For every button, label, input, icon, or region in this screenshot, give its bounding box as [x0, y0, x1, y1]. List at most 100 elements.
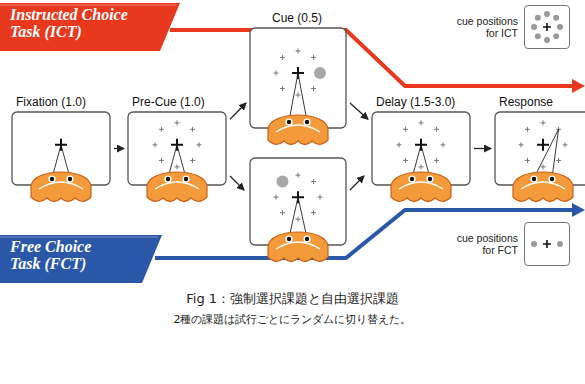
epoch-label: Response	[499, 95, 553, 109]
cue-dot	[553, 33, 559, 39]
inset-label: cue positions for FCT	[446, 232, 518, 256]
target-mark	[519, 142, 524, 147]
eye-white	[548, 175, 555, 182]
monkey-head	[391, 172, 451, 202]
target-mark	[525, 158, 530, 163]
target-mark	[434, 127, 439, 132]
monkey-head	[268, 232, 328, 262]
fixation-cross	[537, 139, 549, 151]
cue-position-inset: cue positions for ICT	[446, 5, 570, 49]
target-mark	[541, 120, 546, 125]
head-detail	[399, 182, 443, 189]
target-mark	[563, 142, 568, 147]
target-mark	[541, 164, 546, 169]
target-mark	[556, 158, 561, 163]
screen-box: Delay (1.5-3.0)	[372, 112, 470, 185]
head-detail	[39, 182, 83, 189]
caption-block: Fig 1 : 強制選択課題と自由選択課題 2種の課題は試行ごとにランダムに切り替…	[0, 290, 585, 327]
fixation-cross	[543, 240, 551, 248]
inset-label: cue positions for ICT	[446, 15, 518, 39]
monkey-head	[513, 172, 573, 202]
target-mark	[296, 49, 301, 54]
target-mark	[318, 195, 323, 200]
monkey-head	[268, 115, 328, 145]
head-detail	[155, 182, 199, 189]
cue-dot	[544, 11, 550, 17]
eye-white	[66, 175, 73, 182]
target-mark	[190, 127, 195, 132]
target-mark	[311, 55, 316, 60]
cue-dot	[531, 24, 537, 30]
eye-white	[285, 118, 292, 125]
target-mark	[274, 71, 279, 76]
target-mark	[434, 158, 439, 163]
target-mark	[153, 142, 158, 147]
task-title: Free Choice Task (FCT)	[10, 239, 110, 273]
monkey-head	[31, 172, 91, 202]
target-mark	[397, 142, 402, 147]
target-mark	[419, 164, 424, 169]
eye-pupil	[287, 237, 291, 241]
cue-dot	[276, 176, 288, 188]
banner-highlight	[0, 5, 176, 6]
screen-box: Fixation (1.0)	[12, 112, 110, 185]
target-mark	[280, 210, 285, 215]
eye-pupil	[532, 177, 536, 181]
head-detail	[276, 242, 320, 249]
target-mark	[525, 127, 530, 132]
screen-box: Cue (0.5)	[250, 28, 346, 128]
target-mark	[311, 179, 316, 184]
eye-pupil	[428, 177, 432, 181]
cue-dot	[557, 24, 563, 30]
target-mark	[175, 120, 180, 125]
flow-arrow	[350, 103, 368, 119]
eye-pupil	[305, 120, 309, 124]
fct-band-arrowhead	[572, 203, 585, 217]
target-mark	[280, 55, 285, 60]
eye-white	[303, 235, 310, 242]
target-mark	[197, 142, 202, 147]
gaze-line	[534, 129, 559, 178]
eye-white	[48, 175, 55, 182]
eye-white	[408, 175, 415, 182]
inset-frame	[524, 5, 570, 49]
banner-fill	[0, 235, 162, 283]
target-mark	[403, 158, 408, 163]
cue-dot	[553, 15, 559, 21]
screen-box: Response	[495, 112, 585, 185]
flow-arrow	[474, 148, 491, 149]
banner-fill	[0, 3, 180, 51]
target-mark	[159, 158, 164, 163]
task-banner: Instructed Choice Task (ICT)	[0, 3, 180, 51]
figure-caption: Fig 1 : 強制選択課題と自由選択課題	[0, 290, 585, 308]
target-mark	[296, 217, 301, 222]
epoch-label: Delay (1.5-3.0)	[376, 95, 455, 109]
eye-white	[426, 175, 433, 182]
eye-white	[164, 175, 171, 182]
caption-note: 2種の課題は試行ごとにランダムに切り替えた。	[0, 312, 585, 327]
ict-band-arrowhead	[572, 79, 585, 93]
epoch-label: Pre-Cue (1.0)	[132, 95, 205, 109]
fct-band-line	[155, 210, 574, 258]
task-title: Instructed Choice Task (ICT)	[10, 7, 150, 41]
cue-dot	[557, 241, 563, 247]
cue-position-inset: cue positions for FCT	[446, 222, 570, 266]
target-mark	[280, 86, 285, 91]
epoch-label: Cue (0.5)	[272, 11, 322, 25]
flow-arrow	[114, 148, 124, 149]
task-banner: Free Choice Task (FCT)	[0, 235, 162, 283]
target-mark	[403, 127, 408, 132]
flow-arrow	[230, 176, 244, 190]
eye-pupil	[550, 177, 554, 181]
banner-highlight	[0, 237, 158, 238]
target-mark	[311, 210, 316, 215]
target-mark	[441, 142, 446, 147]
eye-pupil	[287, 120, 291, 124]
monkey-head	[147, 172, 207, 202]
inset-drawing	[525, 223, 569, 265]
eye-white	[285, 235, 292, 242]
epoch-label: Fixation (1.0)	[16, 95, 86, 109]
cue-dot	[535, 33, 541, 39]
